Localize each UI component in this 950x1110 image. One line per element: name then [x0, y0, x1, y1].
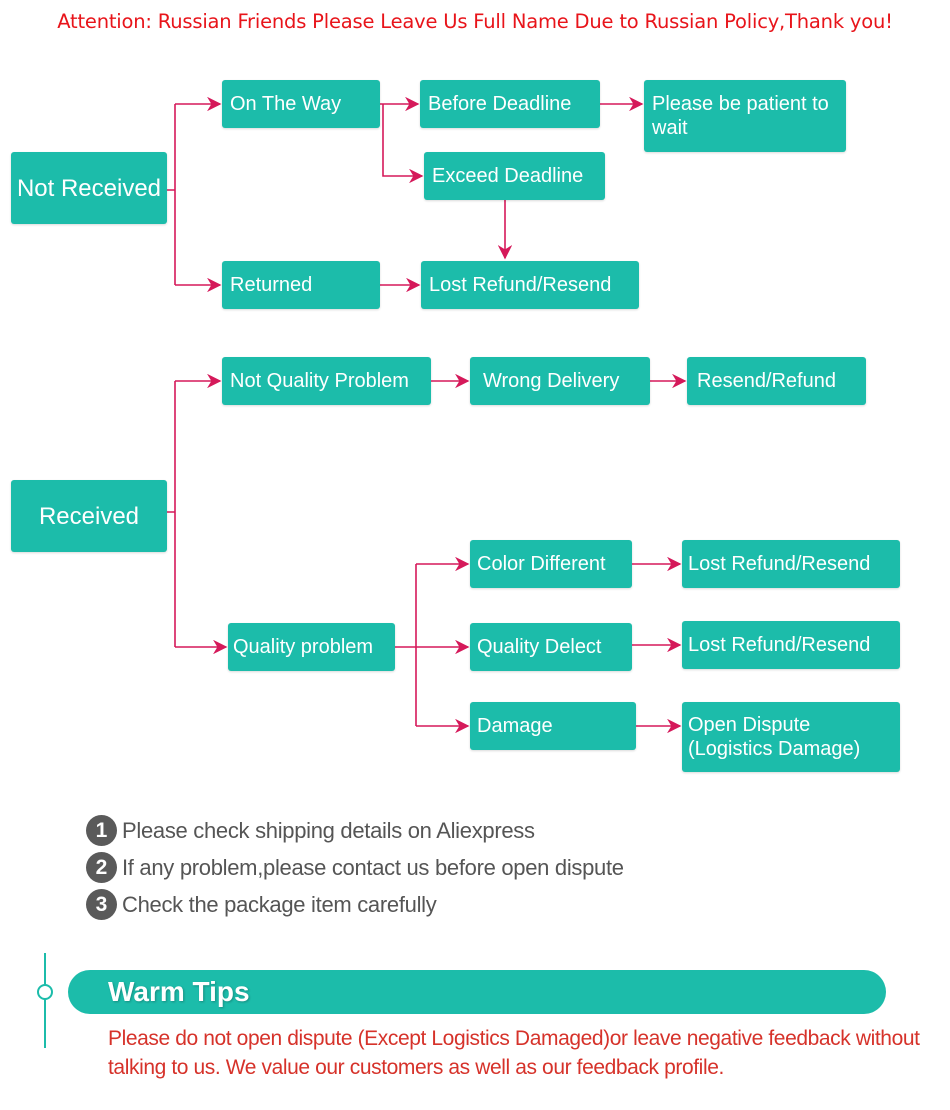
attention-banner: Attention: Russian Friends Please Leave … [57, 10, 893, 33]
node-returned: Returned [222, 261, 380, 309]
node-damage: Damage [470, 702, 636, 750]
node-received: Received [11, 480, 167, 552]
notes-list: 1 Please check shipping details on Aliex… [86, 812, 624, 923]
node-please-be-patient: Please be patient to wait [644, 80, 846, 152]
node-defect-result: Lost Refund/Resend [682, 621, 900, 669]
node-quality-defect: Quality Delect [470, 623, 632, 671]
note-text: Please check shipping details on Aliexpr… [122, 817, 535, 843]
arrow-to-exceed-deadline [382, 104, 424, 184]
node-on-the-way: On The Way [222, 80, 380, 128]
note-item: 3 Check the package item carefully [86, 886, 624, 923]
connector-received-trunk [167, 381, 176, 647]
node-exceed-deadline: Exceed Deadline [424, 152, 605, 200]
node-color-different: Color Different [470, 540, 632, 588]
number-badge: 3 [86, 889, 117, 920]
note-item: 1 Please check shipping details on Aliex… [86, 812, 624, 849]
note-text: Check the package item carefully [122, 891, 437, 917]
node-wrong-delivery: Wrong Delivery [470, 357, 650, 405]
note-text: If any problem,please contact us before … [122, 854, 624, 880]
node-quality-problem: Quality problem [228, 623, 395, 671]
node-before-deadline: Before Deadline [420, 80, 600, 128]
number-badge: 1 [86, 815, 117, 846]
note-item: 2 If any problem,please contact us befor… [86, 849, 624, 886]
connector-quality-branch [395, 564, 417, 726]
node-resend-refund: Resend/Refund [687, 357, 866, 405]
tips-timeline-dot-icon [37, 984, 53, 1000]
node-not-received: Not Received [11, 152, 167, 224]
connector-notreceived-trunk [167, 104, 176, 285]
tips-timeline-line [44, 953, 46, 1048]
node-lost-refund-resend: Lost Refund/Resend [421, 261, 639, 309]
warm-tips-header: Warm Tips [68, 970, 886, 1014]
node-color-result: Lost Refund/Resend [682, 540, 900, 588]
node-damage-result: Open Dispute (Logistics Damage) [682, 702, 900, 772]
number-badge: 2 [86, 852, 117, 883]
node-not-quality-problem: Not Quality Problem [222, 357, 431, 405]
warm-tips-body: Please do not open dispute (Except Logis… [108, 1027, 920, 1079]
